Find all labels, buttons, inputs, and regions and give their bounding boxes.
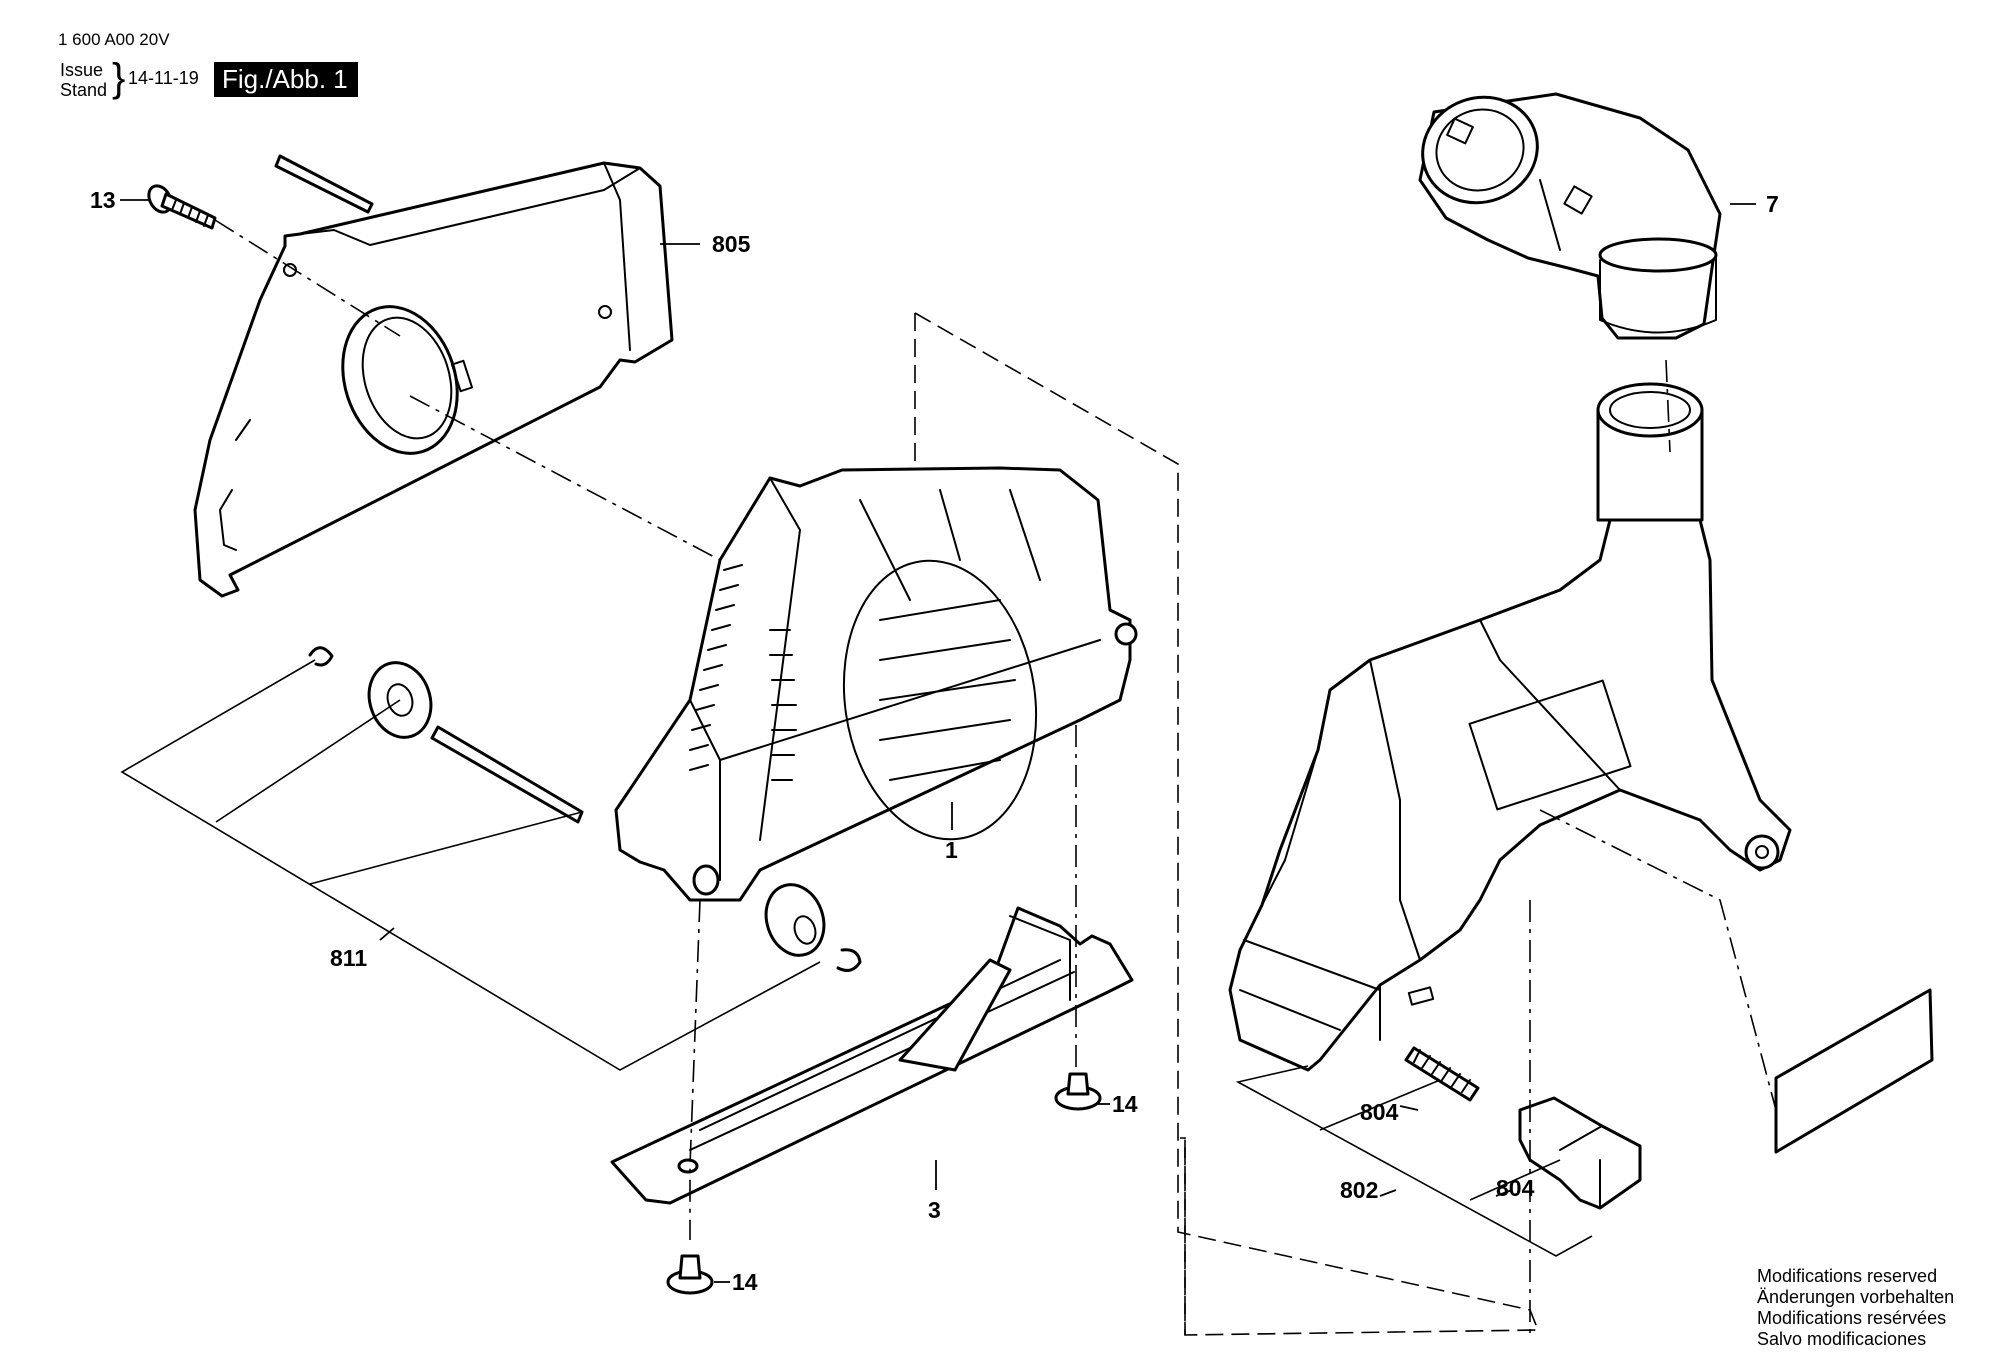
document-number: 1 600 A00 20V bbox=[58, 30, 170, 49]
issue-date: 14-11-19 bbox=[128, 68, 199, 88]
callout-1: 1 bbox=[945, 837, 958, 863]
center-lines bbox=[214, 219, 1777, 1335]
callout-14-upper: 14 bbox=[1112, 1091, 1138, 1117]
figure-label: Fig./Abb. 1 bbox=[214, 62, 358, 97]
callout-13: 13 bbox=[90, 187, 116, 213]
issue-label-de: Stand bbox=[60, 80, 108, 100]
issue-label-en: Issue bbox=[60, 60, 104, 80]
guard-housing-1 bbox=[614, 466, 1138, 902]
elbow-adapter-7 bbox=[1418, 92, 1722, 340]
note-de: Änderungen vorbehalten bbox=[1757, 1287, 1955, 1307]
callout-3: 3 bbox=[928, 1197, 941, 1223]
callout-802: 802 bbox=[1340, 1177, 1378, 1203]
callout-804-upper: 804 bbox=[1360, 1099, 1399, 1125]
assembly-frame bbox=[914, 312, 1540, 1336]
spring-804 bbox=[1404, 1046, 1480, 1102]
issue-label: Issue Stand bbox=[60, 60, 120, 100]
modification-notes: Modifications reserved Änderungen vorbeh… bbox=[1757, 1266, 1954, 1350]
frame-802 bbox=[1235, 1065, 1593, 1257]
screw-13 bbox=[147, 184, 217, 230]
latch-804 bbox=[1518, 1096, 1642, 1210]
callout-labels: 13 805 7 1 811 3 14 14 804 804 802 bbox=[90, 187, 1779, 1295]
callout-805: 805 bbox=[712, 231, 751, 257]
note-en: Modifications reserved bbox=[1757, 1266, 1938, 1286]
callout-7: 7 bbox=[1766, 191, 1779, 217]
frame-811 bbox=[120, 659, 821, 1071]
screw-14-upper bbox=[1054, 1072, 1102, 1111]
callout-804-lower: 804 bbox=[1496, 1175, 1535, 1201]
screw-14-lower bbox=[666, 1254, 714, 1295]
issue-brace: } bbox=[112, 56, 126, 100]
leader-lines bbox=[120, 199, 1756, 1283]
label-plate bbox=[1774, 988, 1934, 1154]
roller-set-811 bbox=[308, 646, 862, 972]
callout-14-lower: 14 bbox=[732, 1269, 758, 1295]
extraction-hood-802 bbox=[1228, 382, 1792, 1072]
note-fr: Modifications resérvées bbox=[1757, 1308, 1947, 1328]
callout-811: 811 bbox=[330, 945, 367, 971]
side-cover-805 bbox=[193, 154, 674, 598]
base-plate-3 bbox=[610, 906, 1134, 1205]
note-es: Salvo modificaciones bbox=[1757, 1329, 1927, 1349]
